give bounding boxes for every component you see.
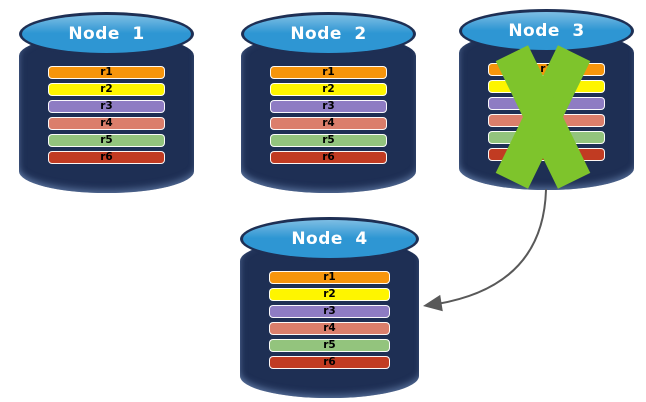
- cylinder-top-surface: [22, 15, 191, 53]
- cylinder-top-surface: [244, 15, 413, 53]
- record-list: r1 r2 r3 r4 r5 r6: [48, 66, 165, 164]
- record-bar-r1: r1: [269, 271, 390, 284]
- cylinder-top: Node 2: [241, 12, 416, 56]
- record-label: r2: [322, 83, 335, 96]
- node-label: Node 4: [291, 229, 368, 249]
- record-label: r4: [100, 117, 113, 130]
- record-label: r6: [323, 356, 336, 369]
- record-bar-r3: r3: [270, 100, 387, 113]
- record-bar-r1: r1: [48, 66, 165, 79]
- failure-x-icon: [495, 45, 591, 189]
- record-bar-r4: r4: [269, 322, 390, 335]
- node-label: Node 2: [290, 24, 367, 44]
- cylinder-top-surface: [462, 12, 631, 50]
- cylinder-top: Node 3: [459, 9, 634, 53]
- record-bar-r5: r5: [48, 134, 165, 147]
- record-bar-r4: r4: [270, 117, 387, 130]
- record-label: r6: [100, 151, 113, 164]
- record-bar-r6: r6: [269, 356, 390, 369]
- cylinder-body: [19, 34, 194, 193]
- record-label: r2: [100, 83, 113, 96]
- record-bar-r3: r3: [48, 100, 165, 113]
- record-bar-r6: r6: [270, 151, 387, 164]
- cylinder-top: Node 4: [240, 217, 419, 261]
- record-bar-r5: r5: [269, 339, 390, 352]
- cylinder-top-surface: [243, 220, 416, 258]
- record-label: r2: [323, 288, 336, 301]
- record-label: r5: [323, 339, 336, 352]
- record-list: r1 r2 r3 r4 r5 r6: [270, 66, 387, 164]
- record-bar-r4: r4: [48, 117, 165, 130]
- record-bar-r6: r6: [48, 151, 165, 164]
- record-bar-r2: r2: [48, 83, 165, 96]
- failover-arrow: [436, 189, 547, 305]
- cylinder-top: Node 1: [19, 12, 194, 56]
- arrow-head-icon: [423, 294, 443, 312]
- record-label: r3: [322, 100, 335, 113]
- record-bar-r2: r2: [269, 288, 390, 301]
- record-label: r5: [322, 134, 335, 147]
- record-label: r5: [100, 134, 113, 147]
- record-bar-r5: r5: [270, 134, 387, 147]
- node-cylinder-1: Node 1 r1 r2 r3 r4 r5 r6: [19, 12, 194, 193]
- record-label: r1: [323, 271, 336, 284]
- cylinder-body: [241, 34, 416, 193]
- node-label: Node 1: [68, 24, 145, 44]
- record-label: r1: [322, 66, 335, 79]
- record-bar-r3: r3: [269, 305, 390, 318]
- record-label: r4: [323, 322, 336, 335]
- record-bar-r2: r2: [270, 83, 387, 96]
- record-label: r1: [100, 66, 113, 79]
- record-list: r1 r2 r3 r4 r5 r6: [269, 271, 390, 369]
- cylinder-body: [240, 239, 419, 398]
- node-label: Node 3: [508, 21, 585, 41]
- record-label: r3: [323, 305, 336, 318]
- record-label: r6: [322, 151, 335, 164]
- record-bar-r1: r1: [270, 66, 387, 79]
- record-label: r3: [100, 100, 113, 113]
- record-label: r4: [322, 117, 335, 130]
- node-cylinder-2: Node 2 r1 r2 r3 r4 r5 r6: [241, 12, 416, 193]
- node-cylinder-4: Node 4 r1 r2 r3 r4 r5 r6: [240, 217, 419, 398]
